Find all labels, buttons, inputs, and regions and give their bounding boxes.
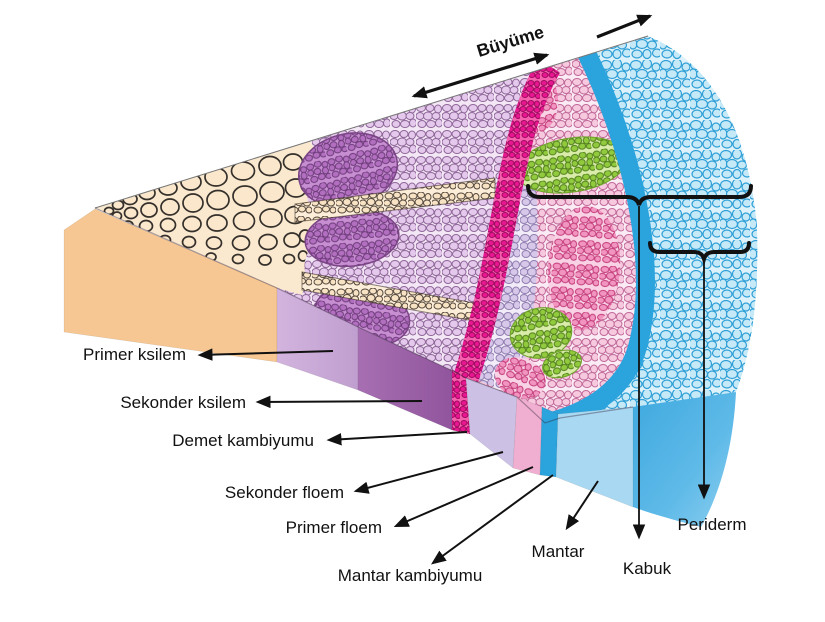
- primer-floem-front-band: [512, 396, 543, 476]
- sekonder-ksilem-label: Sekonder ksilem: [120, 393, 246, 412]
- primer-floem-arrow: [393, 466, 534, 527]
- mantar-kambiyumu-label: Mantar kambiyumu: [338, 566, 483, 585]
- periderm-label: Periderm: [678, 515, 747, 534]
- sekonder-ksilem-arrow: [255, 395, 423, 409]
- growth-double-arrow: [411, 52, 550, 99]
- mantar-kambiyumu-arrow: [430, 474, 554, 565]
- bark-outer-surface: [633, 392, 736, 527]
- primer-ksilem-label: Primer ksilem: [83, 345, 186, 364]
- primer-floem-green-patches: [509, 136, 628, 379]
- periderm-bracket: [648, 241, 751, 267]
- demet-kambiyumu-label: Demet kambiyumu: [172, 431, 314, 450]
- top-edge-outline: [94, 35, 649, 209]
- wedge-front-face: [63, 208, 634, 508]
- mantar-kambiyumu-front-band: [539, 406, 559, 478]
- primer-ksilem-arrow: [197, 348, 334, 361]
- mantar-arrow: [565, 480, 599, 531]
- growth-arrow: [596, 14, 653, 39]
- kabuk-label: Kabuk: [623, 559, 672, 578]
- primer-floem-label: Primer floem: [286, 518, 382, 537]
- demet-kambiyumu-arrow: [326, 431, 468, 446]
- sekonder-floem-label: Sekonder floem: [225, 483, 344, 502]
- kabuk-bracket: [526, 184, 753, 206]
- front-edge-outline: [94, 207, 634, 424]
- mantar-label: Mantar: [532, 542, 585, 561]
- mantar-top-zone: [554, 36, 758, 420]
- annotations: [197, 14, 753, 565]
- mantar-front-block: [555, 406, 634, 508]
- growth-label: Büyüme: [474, 22, 546, 61]
- mantar-kambiyumu-band: [547, 43, 655, 423]
- sekonder-floem-arrow: [353, 451, 504, 494]
